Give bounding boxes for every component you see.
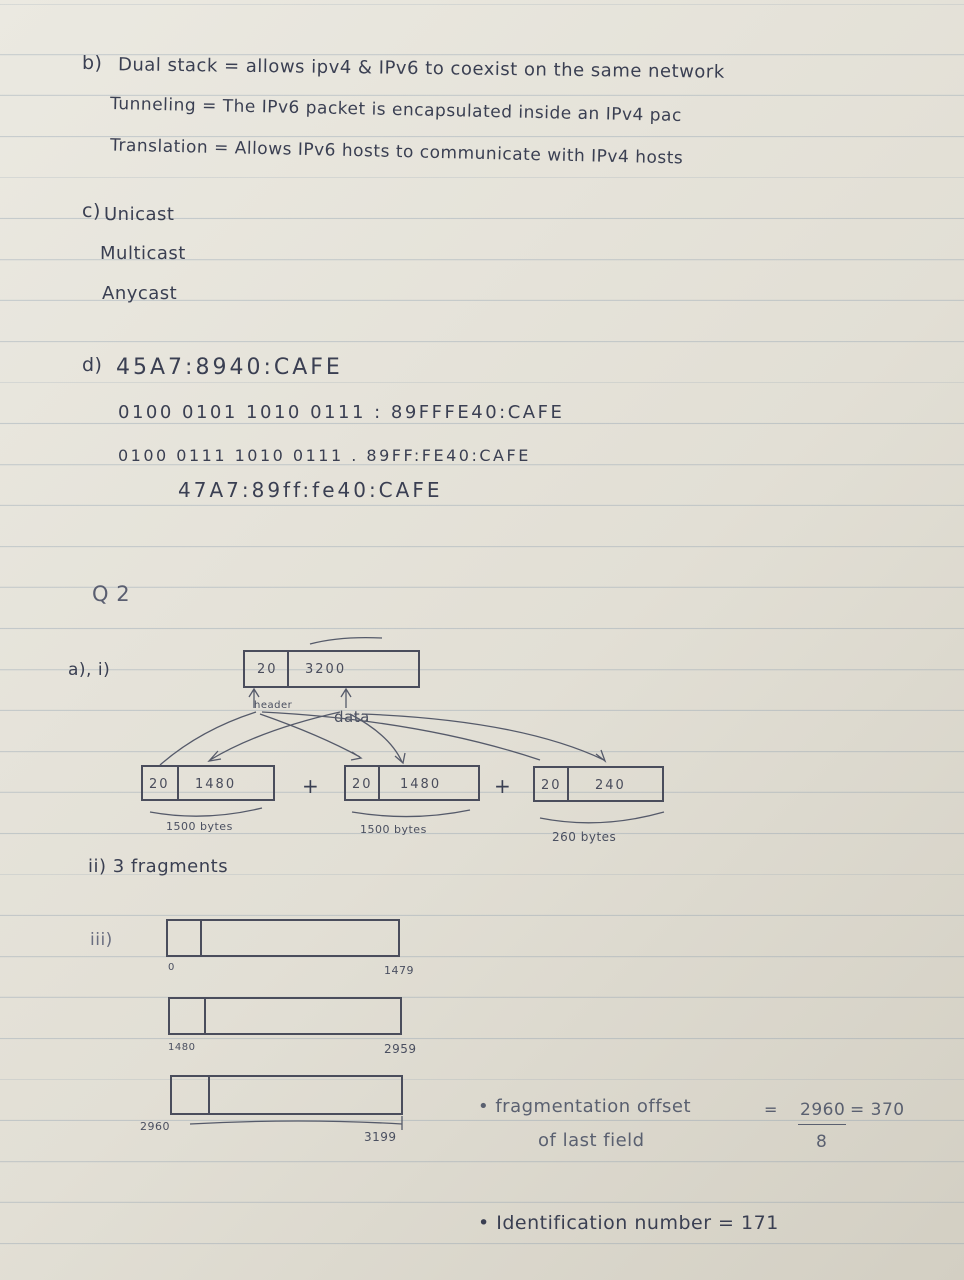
fragment-box-2: 20 1480 xyxy=(344,765,480,801)
data-to-frag3 xyxy=(361,713,607,763)
data-to-frag1 xyxy=(207,711,341,762)
frag1-bracket xyxy=(149,807,263,817)
result-address-line: 47A7:89ff:fe40:CAFE xyxy=(178,478,443,502)
fragment-box-1: 20 1480 xyxy=(141,765,275,801)
header-to-frag3 xyxy=(261,711,541,761)
header-label: header xyxy=(254,700,293,711)
ipv6-prefix-line: 45A7:8940:CAFE xyxy=(116,355,343,380)
offset-box-1 xyxy=(166,919,400,957)
fragment-1-data: 1480 xyxy=(195,777,237,792)
list-item-unicast: Unicast xyxy=(104,204,175,225)
part-ii-answer: ii) 3 fragments xyxy=(88,856,229,877)
fragment-3-data: 240 xyxy=(595,778,626,793)
q2-title: Q 2 xyxy=(92,582,131,606)
offset-box-1-divider xyxy=(200,921,202,955)
fragment-2-data: 1480 xyxy=(400,777,442,792)
range-2-end: 2959 xyxy=(384,1042,417,1056)
part-a-label: a), i) xyxy=(68,660,111,680)
range-1-start: 0 xyxy=(168,962,175,973)
header-to-frag2 xyxy=(259,713,363,761)
fragment-2-divider xyxy=(378,767,380,799)
original-packet-box: 20 3200 xyxy=(243,650,420,688)
binary-line-1: 0100 0101 1010 0111 : 89FFFE40:CAFE xyxy=(118,402,565,423)
offset-box-3-divider xyxy=(208,1077,210,1113)
original-data-size: 3200 xyxy=(305,662,347,677)
fragment-2-header: 20 xyxy=(352,777,373,792)
fragment-3-divider xyxy=(567,768,569,800)
range-2-start: 1480 xyxy=(168,1042,196,1053)
section-d-label: d) xyxy=(82,354,103,376)
frag2-bracket xyxy=(351,809,471,818)
header-divider xyxy=(287,652,289,686)
data-up-arrow xyxy=(340,687,352,708)
original-header-size: 20 xyxy=(257,662,278,677)
fraction-bar xyxy=(798,1124,846,1125)
section-b-label: b) xyxy=(82,52,103,74)
fragment-1-size: 1500 bytes xyxy=(166,820,233,833)
fragment-1-divider xyxy=(177,767,179,799)
list-item-anycast: Anycast xyxy=(102,283,178,304)
range-3-bracket xyxy=(189,1120,403,1125)
plus-sign-2: + xyxy=(494,774,512,798)
frag3-bracket xyxy=(539,811,665,824)
data-label: data xyxy=(334,708,370,726)
binary-line-2: 0100 0111 1010 0111 . 89FF:FE40:CAFE xyxy=(118,446,531,465)
identification-number: • Identification number = 171 xyxy=(478,1212,779,1234)
offset-text-line-2: of last field xyxy=(538,1130,645,1151)
fragment-box-3: 20 240 xyxy=(533,766,664,802)
range-1-end: 1479 xyxy=(384,964,414,977)
fragment-1-header: 20 xyxy=(149,777,170,792)
offset-equals-sign: = xyxy=(764,1100,778,1119)
header-to-frag1 xyxy=(159,711,257,766)
list-item-multicast: Multicast xyxy=(100,243,186,264)
range-3-end: 3199 xyxy=(364,1130,397,1144)
fragment-2-size: 1500 bytes xyxy=(360,823,427,836)
offset-box-2 xyxy=(168,997,402,1035)
offset-denominator: 8 xyxy=(816,1132,828,1152)
fragment-3-header: 20 xyxy=(541,778,562,793)
range-3-start: 2960 xyxy=(140,1120,170,1133)
section-c-label: c) xyxy=(82,200,101,222)
header-up-arrow xyxy=(248,687,260,708)
offset-box-2-divider xyxy=(204,999,206,1033)
offset-text-line-1: • fragmentation offset xyxy=(478,1096,692,1117)
offset-numerator: 2960 xyxy=(800,1100,846,1120)
offset-box-3 xyxy=(170,1075,403,1115)
part-iii-label: iii) xyxy=(90,930,113,950)
offset-result: = 370 xyxy=(850,1100,905,1120)
data-to-frag2 xyxy=(349,713,406,765)
fragment-3-size: 260 bytes xyxy=(552,830,617,844)
plus-sign-1: + xyxy=(302,774,320,798)
original-top-stroke xyxy=(309,636,383,645)
